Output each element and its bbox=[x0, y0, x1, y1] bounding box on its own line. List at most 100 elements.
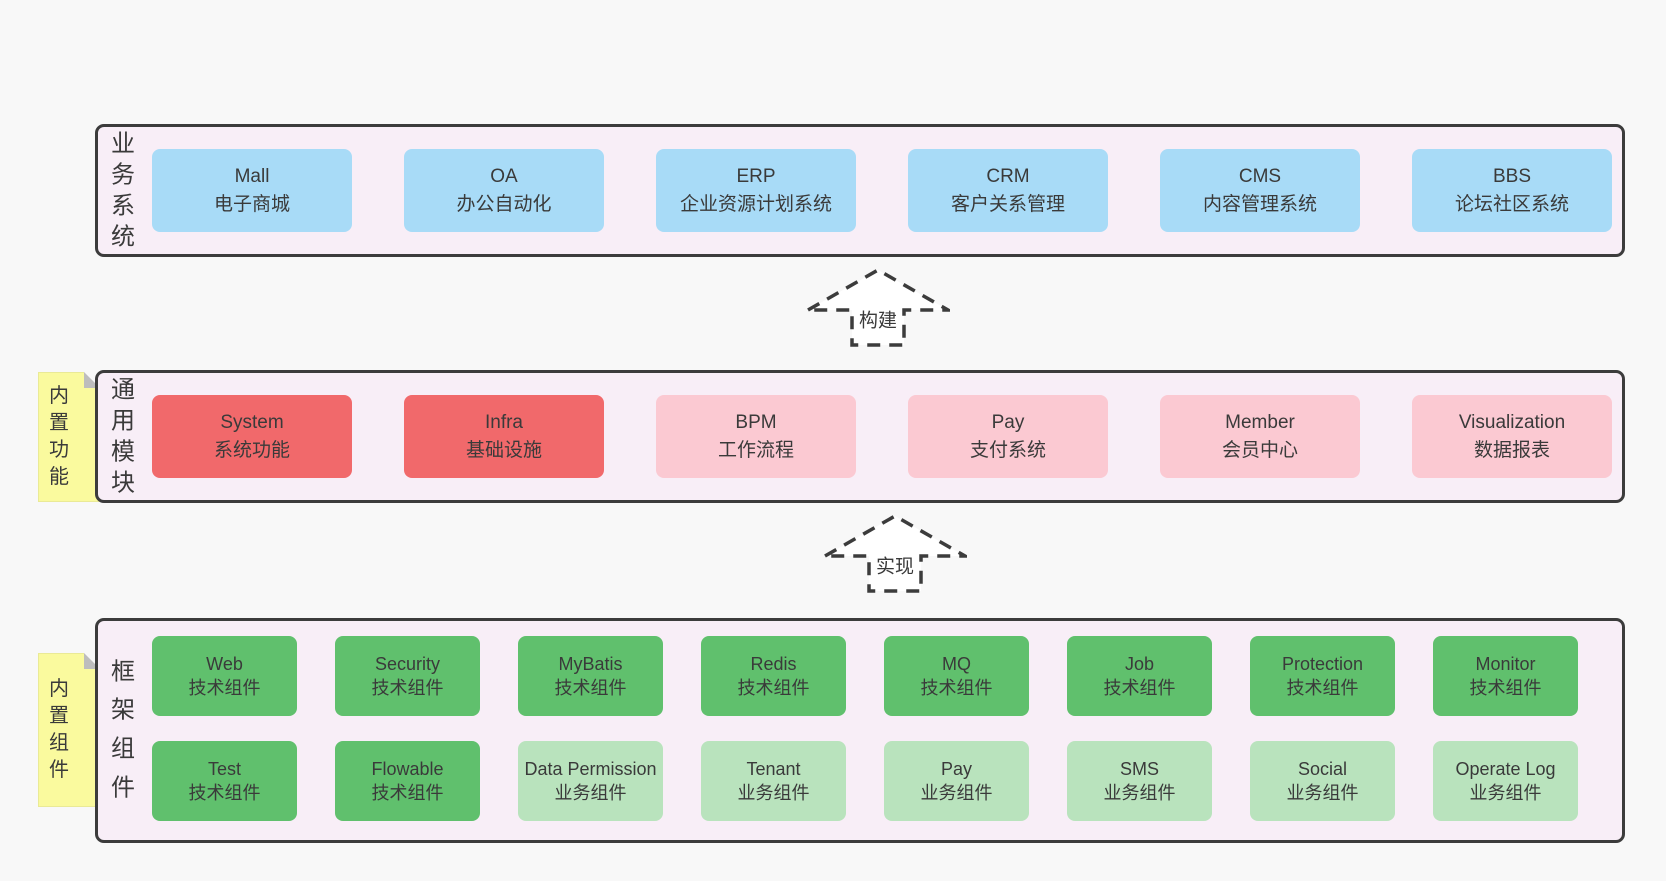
box-redis: Redis 技术组件 bbox=[701, 636, 846, 716]
box-title: Monitor bbox=[1475, 653, 1536, 674]
box-title: SMS bbox=[1119, 758, 1159, 779]
panel-framework-components: 框架组件 Web 技术组件 Security 技术组件 MyBatis 技术组件… bbox=[95, 618, 1625, 843]
panel-label-framework-components: 框架组件 bbox=[111, 657, 135, 802]
box-protection: Protection 技术组件 bbox=[1250, 636, 1395, 716]
box-subtitle: 业务组件 bbox=[1286, 783, 1359, 803]
box-subtitle: 数据报表 bbox=[1473, 439, 1550, 461]
box-title: Redis bbox=[750, 653, 797, 674]
box-subtitle: 业务组件 bbox=[1469, 783, 1542, 803]
arrow-implement-label: 实现 bbox=[872, 550, 918, 580]
module-box-row: System 系统功能 Infra 基础设施 BPM 工作流程 Pay 支付系统… bbox=[152, 395, 1612, 478]
box-bpm: BPM 工作流程 bbox=[656, 395, 856, 478]
box-oa: OA 办公自动化 bbox=[404, 149, 604, 232]
box-operate-log: Operate Log 业务组件 bbox=[1433, 741, 1578, 821]
box-subtitle: 内容管理系统 bbox=[1202, 193, 1317, 215]
box-mybatis: MyBatis 技术组件 bbox=[518, 636, 663, 716]
component-row-1: Web 技术组件 Security 技术组件 MyBatis 技术组件 Redi… bbox=[152, 636, 1578, 716]
panel-label-common-modules: 通用模块 bbox=[111, 376, 135, 497]
box-title: OA bbox=[490, 165, 518, 187]
box-title: System bbox=[220, 411, 284, 433]
box-subtitle: 技术组件 bbox=[188, 678, 261, 698]
sticky-note-text: 内置功能 bbox=[39, 373, 99, 501]
sticky-note-text: 内置组件 bbox=[39, 654, 99, 806]
box-title: Security bbox=[374, 653, 441, 674]
box-title: Visualization bbox=[1458, 411, 1566, 433]
box-subtitle: 论坛社区系统 bbox=[1454, 193, 1569, 215]
box-security: Security 技术组件 bbox=[335, 636, 480, 716]
box-subtitle: 企业资源计划系统 bbox=[679, 193, 832, 215]
box-erp: ERP 企业资源计划系统 bbox=[656, 149, 856, 232]
box-title: CMS bbox=[1238, 165, 1282, 187]
box-subtitle: 业务组件 bbox=[554, 783, 627, 803]
box-sms: SMS 业务组件 bbox=[1067, 741, 1212, 821]
sticky-note-label: 内置功能 bbox=[49, 385, 69, 488]
box-title: Mall bbox=[234, 165, 270, 187]
box-infra: Infra 基础设施 bbox=[404, 395, 604, 478]
box-pay-component: Pay 业务组件 bbox=[884, 741, 1029, 821]
sticky-note-label: 内置组件 bbox=[49, 678, 69, 781]
box-title: Data Permission bbox=[524, 758, 657, 779]
box-title: Job bbox=[1124, 653, 1155, 674]
box-subtitle: 基础设施 bbox=[465, 439, 542, 461]
box-title: MyBatis bbox=[558, 653, 623, 674]
panel-business-systems: 业务系统 Mall 电子商城 OA 办公自动化 ERP 企业资源计划系统 CRM… bbox=[95, 124, 1625, 257]
box-data-permission: Data Permission 业务组件 bbox=[518, 741, 663, 821]
box-social: Social 业务组件 bbox=[1250, 741, 1395, 821]
box-tenant: Tenant 业务组件 bbox=[701, 741, 846, 821]
box-subtitle: 技术组件 bbox=[188, 783, 261, 803]
panel-common-modules: 通用模块 System 系统功能 Infra 基础设施 BPM 工作流程 Pay… bbox=[95, 370, 1625, 503]
box-subtitle: 技术组件 bbox=[554, 678, 627, 698]
box-monitor: Monitor 技术组件 bbox=[1433, 636, 1578, 716]
component-row-2: Test 技术组件 Flowable 技术组件 Data Permission … bbox=[152, 741, 1578, 821]
box-subtitle: 技术组件 bbox=[737, 678, 810, 698]
box-title: Infra bbox=[484, 411, 524, 433]
box-title: Test bbox=[207, 758, 241, 779]
box-mall: Mall 电子商城 bbox=[152, 149, 352, 232]
box-subtitle: 客户关系管理 bbox=[950, 193, 1065, 215]
box-system: System 系统功能 bbox=[152, 395, 352, 478]
box-title: Social bbox=[1297, 758, 1348, 779]
box-subtitle: 工作流程 bbox=[717, 439, 794, 461]
box-subtitle: 业务组件 bbox=[737, 783, 810, 803]
box-subtitle: 技术组件 bbox=[1286, 678, 1359, 698]
box-member: Member 会员中心 bbox=[1160, 395, 1360, 478]
box-title: BPM bbox=[735, 411, 777, 433]
box-flowable: Flowable 技术组件 bbox=[335, 741, 480, 821]
box-subtitle: 业务组件 bbox=[1103, 783, 1176, 803]
box-bbs: BBS 论坛社区系统 bbox=[1412, 149, 1612, 232]
box-title: Pay bbox=[991, 411, 1025, 433]
box-subtitle: 技术组件 bbox=[371, 783, 444, 803]
box-web: Web 技术组件 bbox=[152, 636, 297, 716]
box-subtitle: 电子商城 bbox=[213, 193, 290, 215]
box-subtitle: 办公自动化 bbox=[456, 193, 552, 215]
box-title: Protection bbox=[1281, 653, 1364, 674]
box-title: BBS bbox=[1492, 165, 1532, 187]
box-subtitle: 支付系统 bbox=[969, 439, 1046, 461]
box-subtitle: 技术组件 bbox=[371, 678, 444, 698]
box-title: ERP bbox=[736, 165, 776, 187]
box-subtitle: 业务组件 bbox=[920, 783, 993, 803]
arrow-build: 构建 bbox=[806, 268, 950, 348]
box-test: Test 技术组件 bbox=[152, 741, 297, 821]
arrow-implement: 实现 bbox=[823, 514, 967, 594]
box-crm: CRM 客户关系管理 bbox=[908, 149, 1108, 232]
box-job: Job 技术组件 bbox=[1067, 636, 1212, 716]
sticky-note-builtin-features: 内置功能 bbox=[38, 372, 100, 502]
box-subtitle: 会员中心 bbox=[1221, 439, 1298, 461]
box-title: CRM bbox=[986, 165, 1030, 187]
box-visualization: Visualization 数据报表 bbox=[1412, 395, 1612, 478]
box-title: Pay bbox=[940, 758, 973, 779]
sticky-note-builtin-components: 内置组件 bbox=[38, 653, 100, 807]
box-title: Operate Log bbox=[1455, 758, 1556, 779]
box-subtitle: 技术组件 bbox=[1469, 678, 1542, 698]
business-box-row: Mall 电子商城 OA 办公自动化 ERP 企业资源计划系统 CRM 客户关系… bbox=[152, 149, 1612, 232]
panel-label-business-systems: 业务系统 bbox=[111, 130, 135, 251]
box-title: Member bbox=[1225, 411, 1295, 433]
box-title: Flowable bbox=[371, 758, 444, 779]
box-cms: CMS 内容管理系统 bbox=[1160, 149, 1360, 232]
box-title: Tenant bbox=[746, 758, 801, 779]
box-title: Web bbox=[206, 653, 243, 674]
box-title: MQ bbox=[942, 653, 971, 674]
box-pay-module: Pay 支付系统 bbox=[908, 395, 1108, 478]
